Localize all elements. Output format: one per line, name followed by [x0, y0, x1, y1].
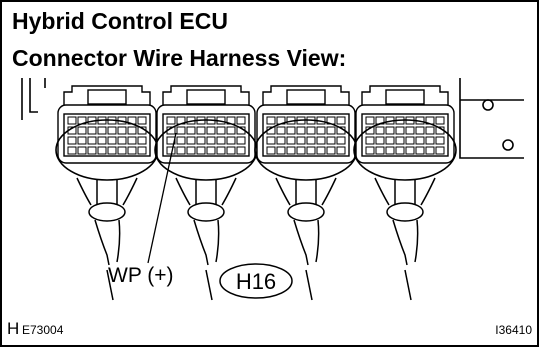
ecu-housing	[21, 78, 524, 159]
figure-prefix: H	[7, 319, 19, 338]
connector-1	[55, 85, 159, 181]
title-line-1: Hybrid Control ECU	[12, 8, 228, 34]
harness-2	[175, 177, 237, 301]
connector-2	[154, 85, 258, 181]
wire-harnesses	[76, 177, 436, 301]
mount-hole-upper	[482, 99, 494, 111]
harness-4	[374, 177, 436, 301]
harness-1	[76, 177, 138, 301]
title-line-2: Connector Wire Harness View:	[12, 45, 347, 71]
harness-3	[275, 177, 337, 301]
connectors-group	[55, 85, 457, 181]
image-id: I36410	[495, 323, 532, 337]
connector-code-label: H16	[236, 269, 276, 294]
connector-3	[254, 85, 358, 181]
connector-code-oval	[219, 263, 293, 299]
figure-code: E73004	[22, 323, 64, 337]
pin-label: WP (+)	[108, 264, 174, 287]
connector-4	[353, 85, 457, 181]
mount-hole-lower	[502, 139, 514, 151]
pin-leader-line	[147, 132, 177, 264]
